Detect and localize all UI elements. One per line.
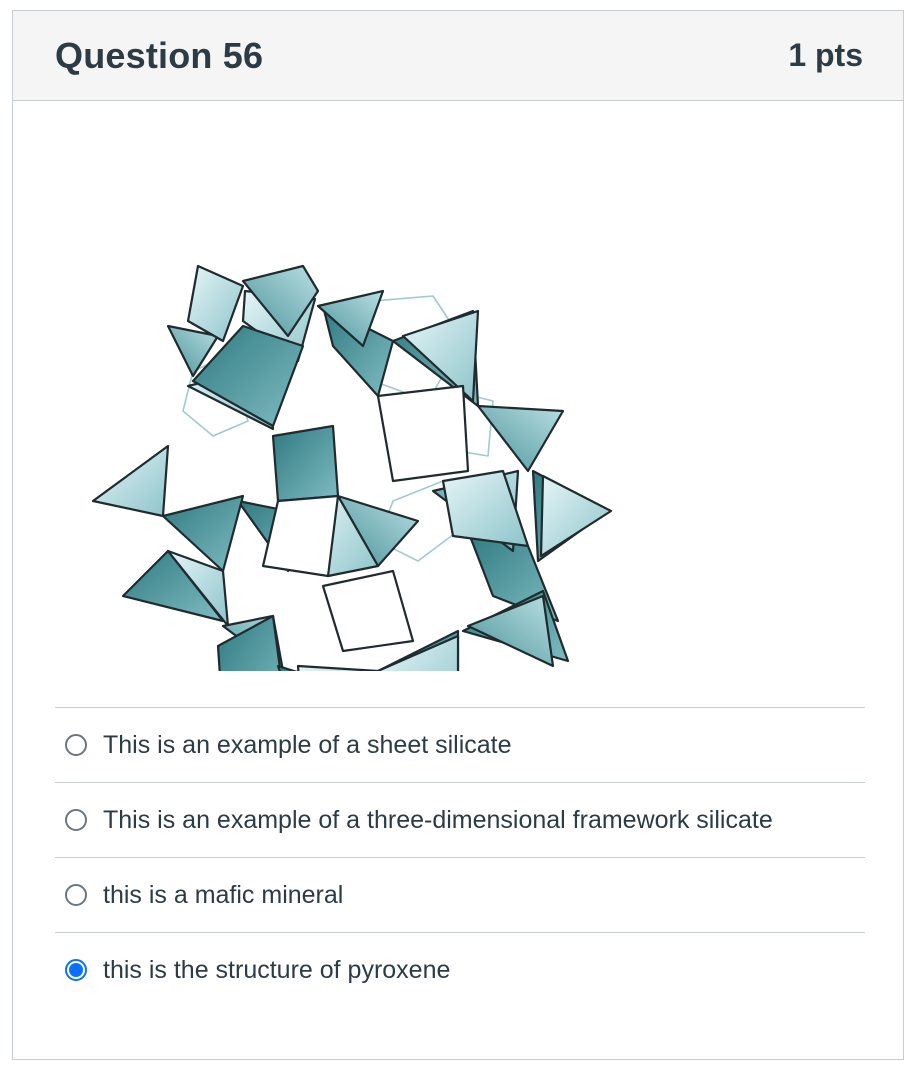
silicate-structure-icon	[91, 264, 613, 671]
question-header: Question 56 1 pts	[13, 11, 903, 101]
answer-label: This is an example of a sheet silicate	[103, 730, 512, 759]
answer-option-1[interactable]: This is an example of a sheet silicate	[55, 707, 865, 782]
radio-button-selected[interactable]	[65, 959, 87, 981]
answer-option-3[interactable]: this is a mafic mineral	[55, 857, 865, 932]
answer-option-4[interactable]: this is the structure of pyroxene	[55, 932, 865, 1007]
question-points: 1 pts	[788, 37, 863, 73]
radio-button[interactable]	[65, 809, 87, 831]
answer-label: This is an example of a three-dimensiona…	[103, 805, 773, 834]
answer-list: This is an example of a sheet silicate T…	[55, 707, 865, 1007]
question-title: Question 56	[55, 34, 264, 76]
radio-button[interactable]	[65, 884, 87, 906]
answer-option-2[interactable]: This is an example of a three-dimensiona…	[55, 782, 865, 857]
answer-label: this is the structure of pyroxene	[103, 955, 451, 984]
radio-dot	[69, 963, 83, 977]
answer-label: this is a mafic mineral	[103, 880, 344, 909]
radio-button[interactable]	[65, 734, 87, 756]
question-card: Question 56 1 pts	[12, 10, 904, 1060]
question-body: This is an example of a sheet silicate T…	[13, 101, 903, 1059]
